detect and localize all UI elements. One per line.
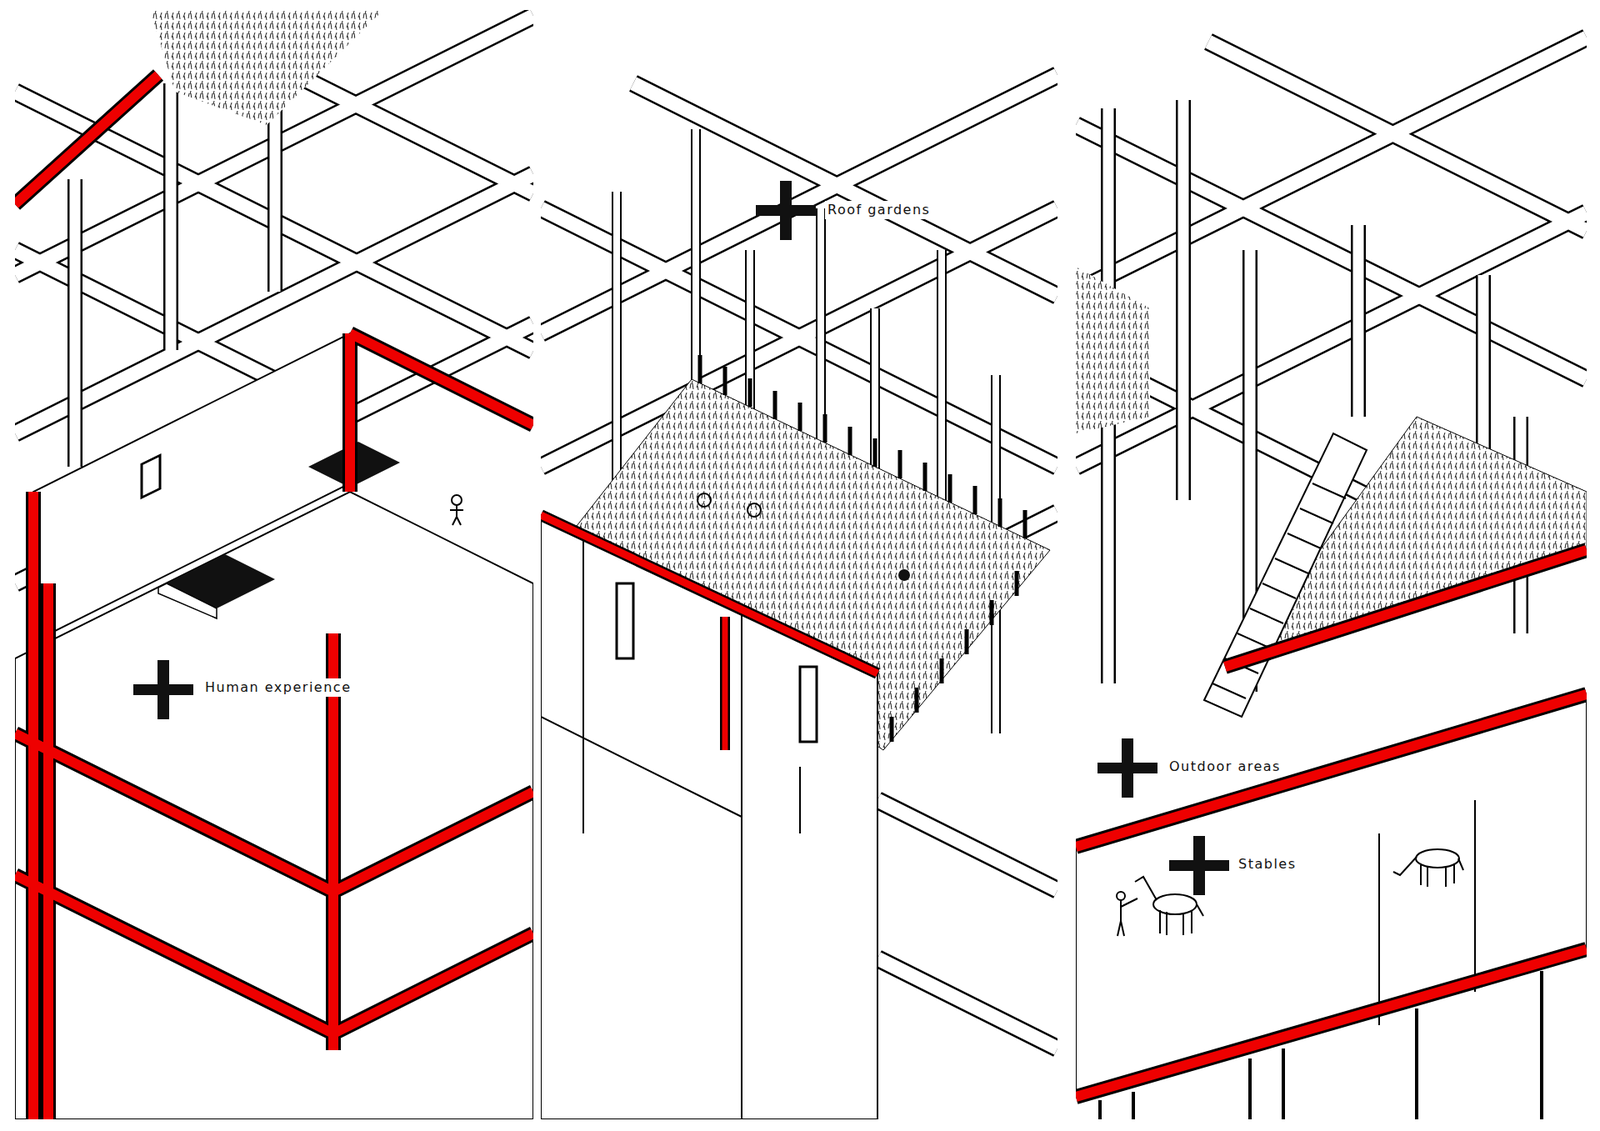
callout-label: Human experience bbox=[202, 678, 354, 697]
callout-label: Roof gardens bbox=[825, 200, 933, 220]
callout-label: Outdoor areas bbox=[1166, 757, 1284, 776]
callout-label: Stables bbox=[1235, 855, 1300, 874]
